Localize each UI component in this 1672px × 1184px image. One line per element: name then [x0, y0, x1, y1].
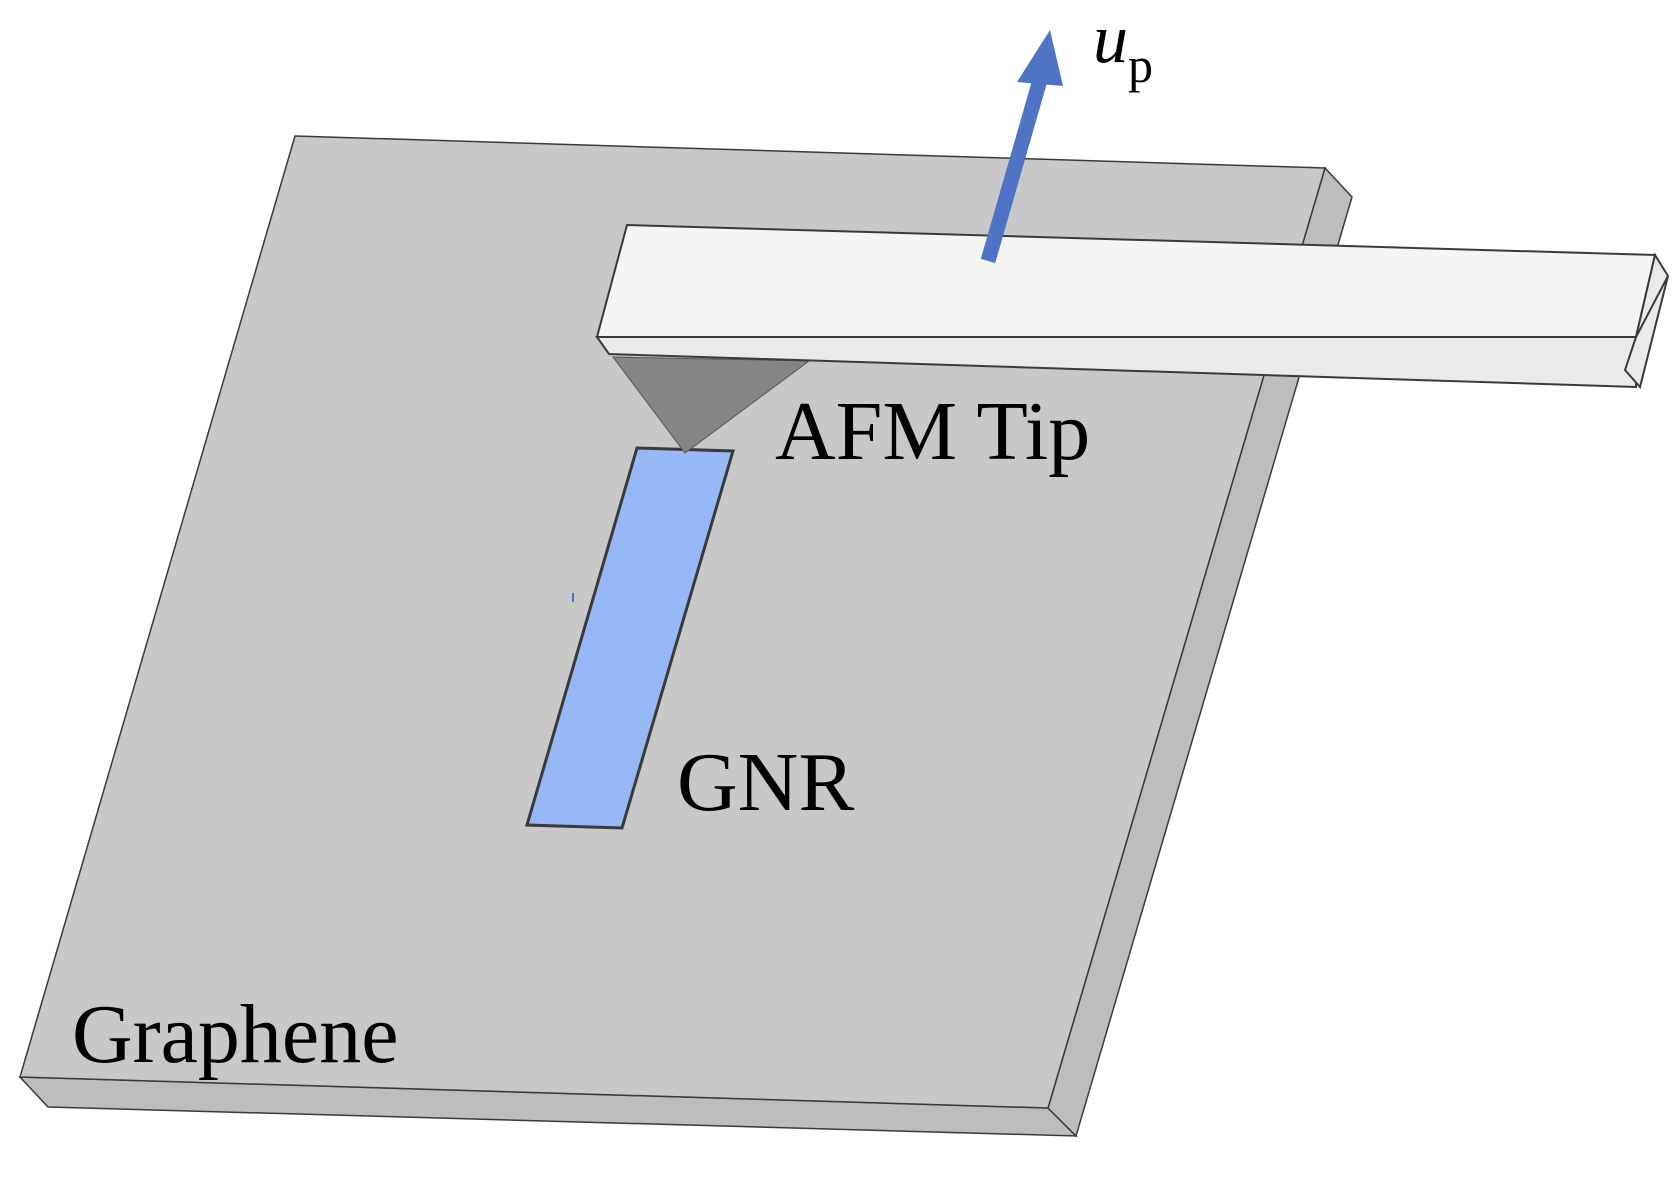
cantilever-edge-line — [1635, 275, 1669, 338]
cantilever-top-face — [595, 223, 1657, 338]
velocity-arrow-shaft — [980, 77, 1048, 264]
velocity-symbol: u — [1093, 1, 1128, 78]
cantilever-front-face — [595, 336, 1637, 389]
gnr-ribbon — [525, 446, 735, 830]
velocity-label: up — [1093, 1, 1153, 93]
afm-tip-pyramid — [611, 356, 811, 454]
velocity-subscript: p — [1128, 37, 1153, 93]
velocity-arrow — [980, 30, 1063, 264]
cantilever-beam — [595, 223, 1670, 390]
graphene-label: Graphene — [72, 988, 398, 1081]
cantilever-end-face — [1623, 252, 1670, 390]
velocity-arrow-head — [1017, 30, 1063, 86]
gnr-label: GNR — [677, 736, 854, 829]
afm-tip-label: AFM Tip — [775, 385, 1090, 478]
